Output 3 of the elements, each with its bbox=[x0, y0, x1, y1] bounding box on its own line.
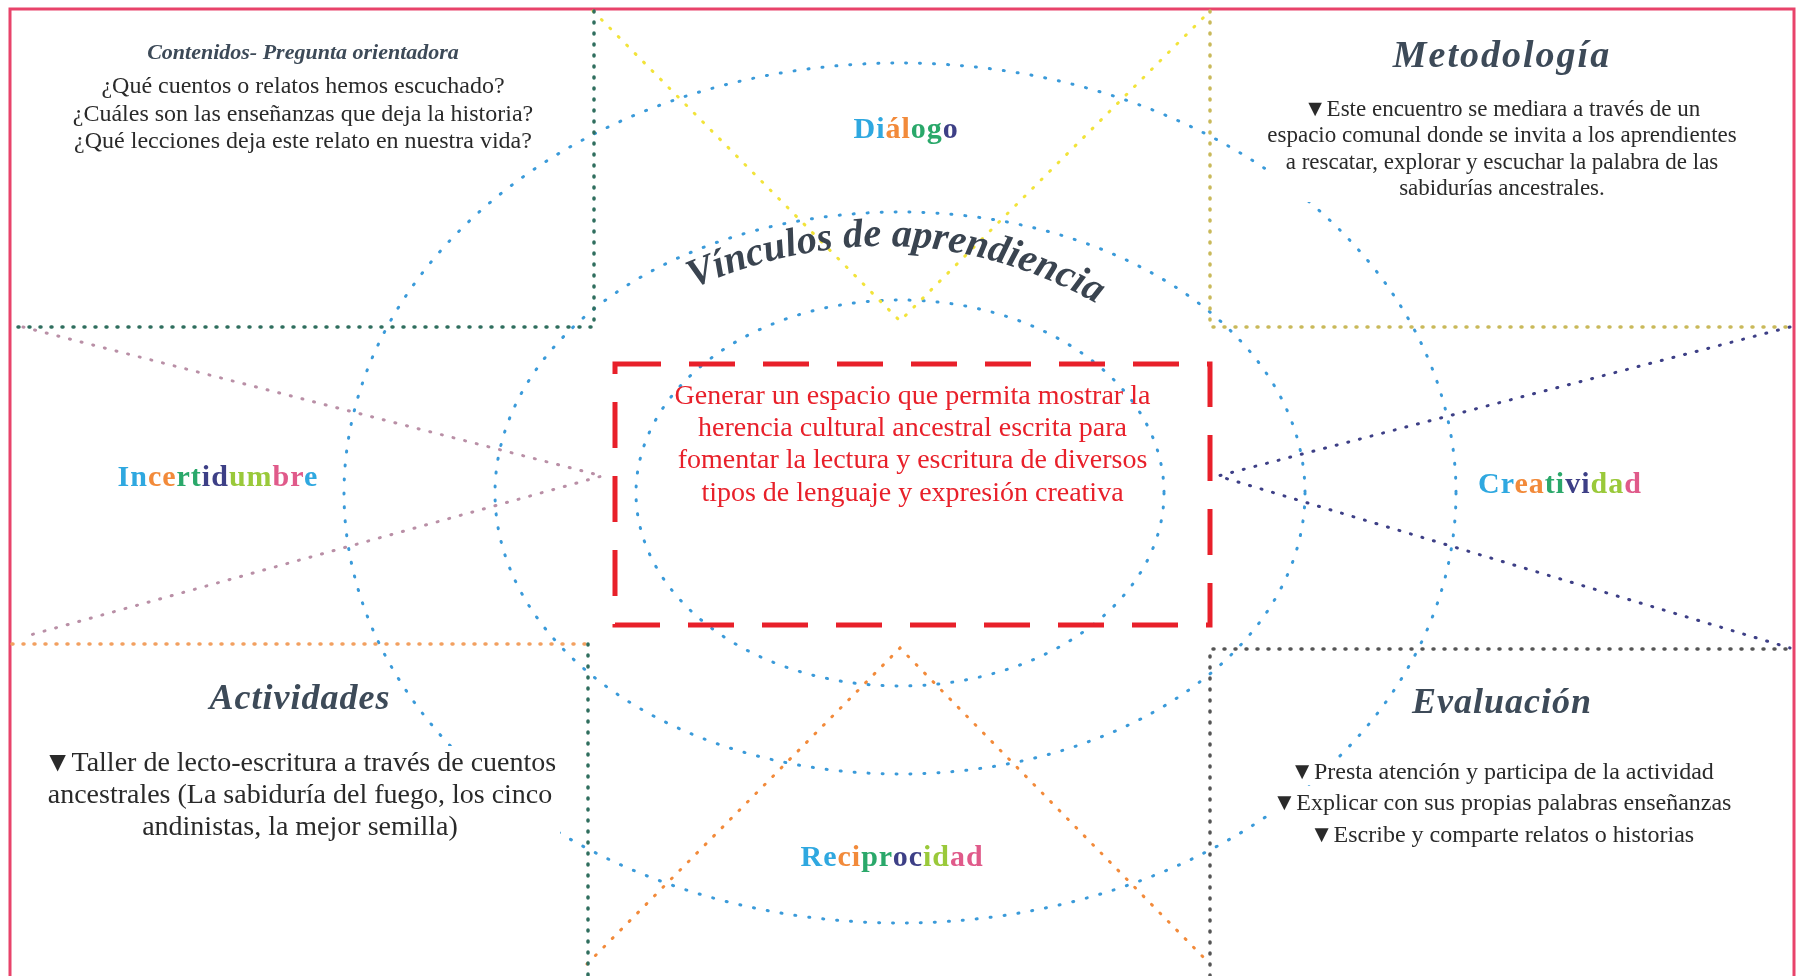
objective-text: Generar un espacio que permita mostrar la herencia cultural ancestral escrita para fomentar la lectura y escritura de diversos tipos de lenguaje y expresión creativa bbox=[673, 379, 1152, 508]
panel-text: ▼Explicar con sus propias palabras enseñanzas bbox=[1272, 789, 1732, 817]
objective-box bbox=[612, 361, 1213, 628]
